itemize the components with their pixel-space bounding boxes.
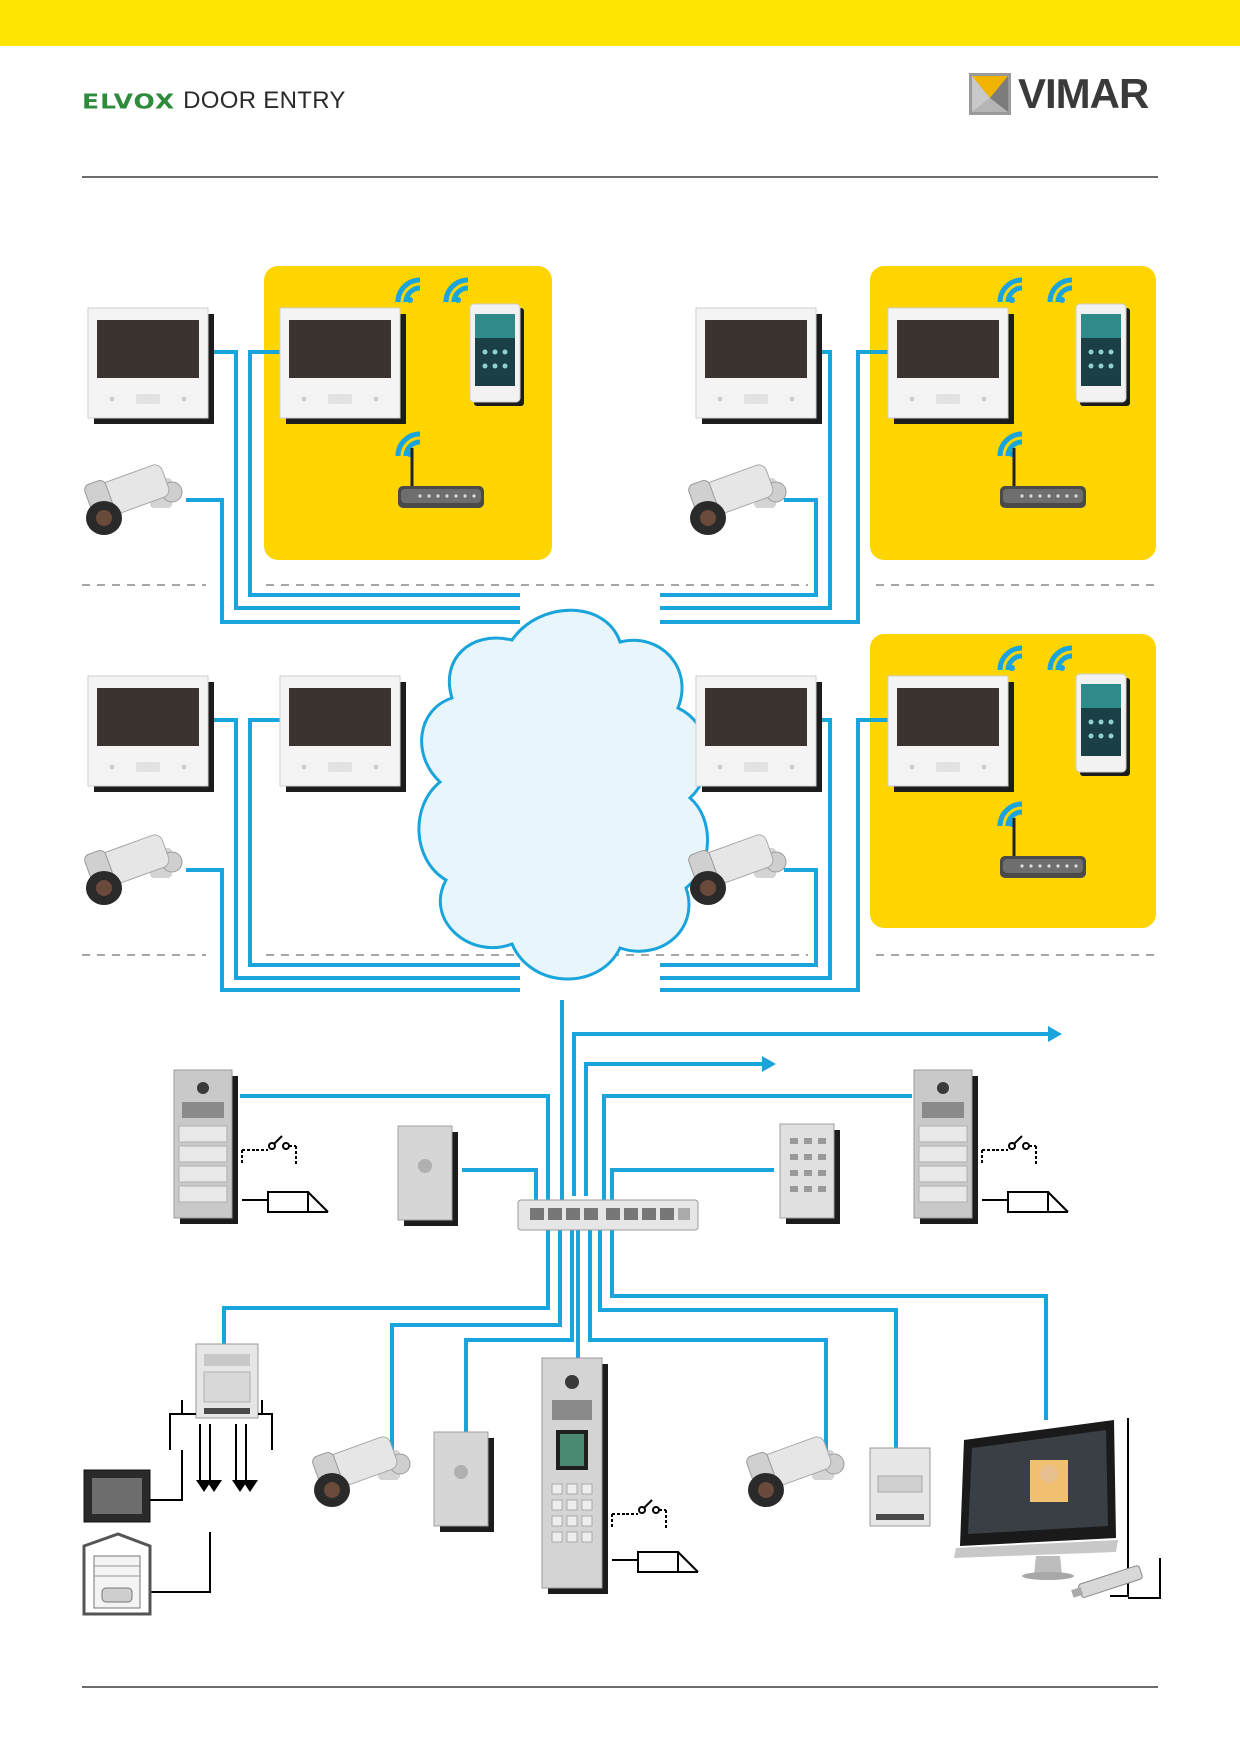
entrance-panel-keypad-icon xyxy=(541,1357,608,1594)
door-lock-icon xyxy=(981,1135,1037,1165)
switch-plate-icon xyxy=(83,1469,151,1523)
door-lock-icon xyxy=(611,1499,667,1529)
header-rule xyxy=(82,176,1158,178)
video-monitor-icon xyxy=(279,675,407,793)
footer-rule xyxy=(82,1686,1158,1688)
entrance-panel-icon xyxy=(173,1069,239,1225)
network-lines xyxy=(186,350,1048,1488)
video-monitor-icon xyxy=(887,675,1015,793)
video-monitor-icon xyxy=(279,307,407,425)
smartphone-app-icon xyxy=(1075,673,1131,777)
vimar-logo-text: VIMAR xyxy=(1018,70,1149,117)
smartphone-app-icon xyxy=(1075,303,1131,407)
video-monitor-icon xyxy=(87,675,215,793)
pc-monitor-icon xyxy=(954,1420,1118,1580)
video-monitor-icon xyxy=(695,675,823,793)
garage-door-icon xyxy=(82,1532,152,1616)
proximity-reader-icon xyxy=(433,1431,495,1533)
gate-icon xyxy=(241,1191,329,1213)
relay-module-icon xyxy=(195,1343,259,1419)
brand-subtitle: DOOR ENTRY xyxy=(183,87,346,114)
elvox-logo: ELVOX xyxy=(82,89,176,113)
door-lock-icon xyxy=(241,1135,297,1165)
cctv-camera-icon xyxy=(310,1430,411,1508)
network-switch-icon xyxy=(517,1199,699,1231)
video-monitor-icon xyxy=(887,307,1015,425)
relay-output-arrows xyxy=(196,1480,258,1492)
relay-wiring xyxy=(146,1400,273,1593)
cctv-camera-icon xyxy=(744,1430,845,1508)
cctv-camera-icon xyxy=(82,458,183,536)
vimar-logo-icon xyxy=(969,73,1011,115)
entrance-panel-icon xyxy=(913,1069,979,1225)
gate-icon xyxy=(611,1551,699,1573)
smartphone-app-icon xyxy=(469,303,525,407)
arrow-head-1 xyxy=(1048,1026,1062,1042)
video-monitor-icon xyxy=(695,307,823,425)
ip-cloud-icon xyxy=(417,608,710,981)
din-interface-icon xyxy=(869,1447,931,1527)
proximity-reader-icon xyxy=(397,1125,459,1227)
gate-icon xyxy=(981,1191,1069,1213)
top-bar xyxy=(0,0,1240,46)
cctv-camera-icon xyxy=(82,828,183,906)
brand: ELVOX DOOR ENTRY xyxy=(82,86,346,116)
arrow-head-2 xyxy=(762,1056,776,1072)
keypad-icon xyxy=(779,1123,840,1224)
cctv-camera-icon xyxy=(686,458,787,536)
usb-key-icon xyxy=(1071,1418,1161,1599)
video-monitor-icon xyxy=(87,307,215,425)
vimar-logo: VIMAR xyxy=(968,70,1149,118)
